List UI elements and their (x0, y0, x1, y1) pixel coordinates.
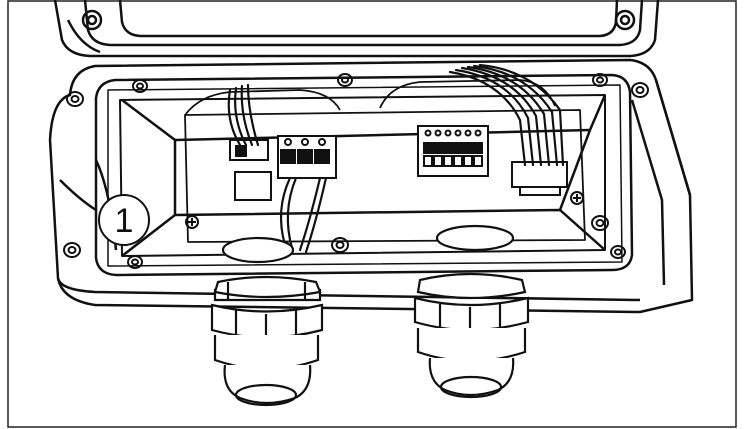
screw-mid-top-far (592, 73, 608, 87)
screw-bottom-left-2 (127, 255, 143, 269)
screw-mid-top-left (132, 79, 148, 93)
screw-top-right (631, 82, 649, 98)
internal-wiring (227, 63, 565, 254)
enclosure-lid (53, 0, 660, 58)
screw-right-mid (610, 245, 626, 259)
screw-bottom-mid (331, 237, 349, 253)
screw-plate-right (570, 191, 584, 205)
3-pole-terminal-block (229, 135, 337, 201)
screw-bottom-left (63, 242, 81, 258)
callout-1-label: 1 (115, 202, 134, 240)
cable-gland-left (210, 236, 324, 407)
screw-plate-left (185, 215, 199, 229)
6-pole-terminal-block (417, 125, 568, 196)
mounting-screws (63, 73, 649, 269)
callout-1: 1 (98, 194, 150, 246)
cable-gland-right (413, 224, 530, 399)
screw-top-left (66, 91, 84, 107)
screw-bottom-right (591, 215, 609, 231)
screw-mid-top-right (337, 73, 353, 87)
diagram-border (7, 0, 737, 428)
enclosure-base (48, 58, 694, 314)
